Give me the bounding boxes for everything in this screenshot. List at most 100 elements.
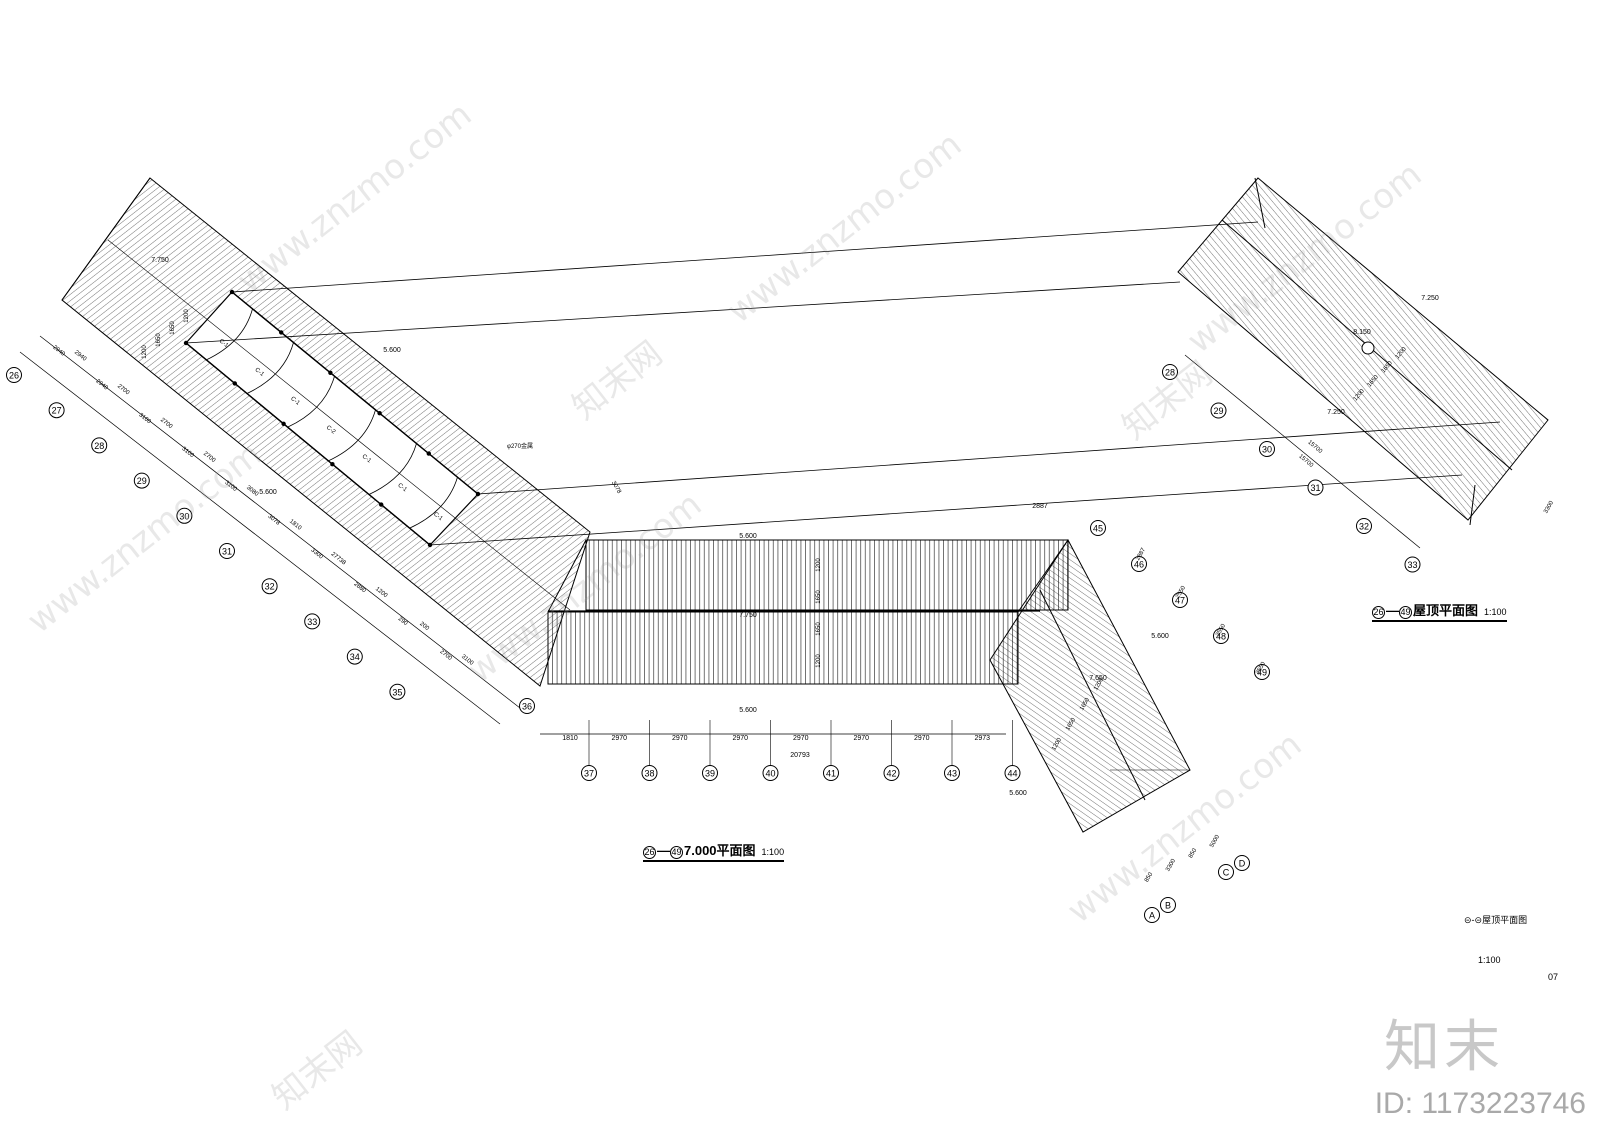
left-dim-label: 2700 xyxy=(116,383,131,396)
beam-label: C-1 xyxy=(396,483,408,494)
watermark-id: ID: 1173223746 xyxy=(1374,1087,1586,1120)
axis-bubble-28: 28 xyxy=(91,437,108,454)
middle-dim-label: 2970 xyxy=(793,735,809,742)
right-bottom-dim: 5000 xyxy=(1209,834,1221,849)
svg-text:39: 39 xyxy=(705,769,715,779)
axis-bubble-roof-31: 31 xyxy=(1307,479,1324,496)
column-dot xyxy=(328,370,333,375)
right-elevation: 5.600 xyxy=(1009,790,1027,797)
axis-bubble-29: 29 xyxy=(133,472,150,489)
svg-text:29: 29 xyxy=(1213,406,1223,416)
column-dot xyxy=(281,421,286,426)
svg-text:34: 34 xyxy=(350,652,360,662)
axis-bubble-41: 41 xyxy=(823,765,839,781)
axis-bubble-27: 27 xyxy=(48,402,65,419)
svg-text:49: 49 xyxy=(1257,668,1267,678)
middle-elevation: 7.750 xyxy=(739,612,757,619)
svg-text:42: 42 xyxy=(886,769,896,779)
dim-line xyxy=(1184,354,1421,549)
projection-lines xyxy=(185,221,1501,546)
beam-label: C-1 xyxy=(218,338,230,349)
watermark-brand: 知末 xyxy=(1384,1015,1504,1080)
svg-text:30: 30 xyxy=(1262,445,1272,455)
roof-elevation: 7.250 xyxy=(1327,409,1345,416)
roof-caption-mark-a: 26 xyxy=(1372,606,1385,619)
axis-bubble-30: 30 xyxy=(176,507,193,524)
column-dot xyxy=(426,451,431,456)
middle-dim-label: 2973 xyxy=(974,735,990,742)
svg-text:44: 44 xyxy=(1007,769,1017,779)
svg-text:C: C xyxy=(1223,868,1230,878)
svg-text:33: 33 xyxy=(1407,560,1417,570)
svg-text:28: 28 xyxy=(94,441,104,451)
svg-text:26: 26 xyxy=(9,371,19,381)
axis-bubble-37: 37 xyxy=(581,765,597,781)
roof-dim-label: 15700 xyxy=(1306,440,1323,456)
left-elevation: 5.600 xyxy=(383,347,401,354)
dim-line xyxy=(19,351,501,725)
axis-bubble-36: 36 xyxy=(519,698,535,714)
svg-text:D: D xyxy=(1239,859,1246,869)
svg-text:32: 32 xyxy=(1359,522,1369,532)
roof-dim-label: 3300 xyxy=(1543,500,1555,515)
left-dim-label: 2700 xyxy=(159,417,174,430)
left-elevation: 7.750 xyxy=(151,257,169,264)
middle-elevation: 5.600 xyxy=(739,707,757,714)
right-bottom-dim: 850 xyxy=(1188,847,1199,859)
svg-text:35: 35 xyxy=(392,687,402,697)
beam-label: C-1 xyxy=(432,511,444,522)
svg-text:43: 43 xyxy=(947,769,957,779)
sheet-number: 07 xyxy=(1548,972,1559,982)
right-elevation: 5.600 xyxy=(1151,633,1169,640)
left-beam xyxy=(328,409,376,462)
middle-dim-label: 2970 xyxy=(611,735,627,742)
left-dim-label: 3100 xyxy=(138,412,153,425)
plan-caption-mark-b: 49 xyxy=(670,846,683,859)
left-dim-label: 2880 xyxy=(353,581,368,594)
roof-plan xyxy=(1177,177,1549,526)
axis-bubble-46: 46 xyxy=(1131,556,1147,572)
right-elevation: 7.650 xyxy=(1089,675,1107,682)
axis-bubble-34: 34 xyxy=(346,648,363,665)
axis-bubble-31: 31 xyxy=(219,543,235,559)
left-dim-label: 27738 xyxy=(330,551,347,566)
middle-top-dim: 3078 xyxy=(610,480,622,495)
axis-bubble-D: D xyxy=(1234,855,1250,871)
axis-bubble-roof-30: 30 xyxy=(1259,441,1275,457)
svg-text:30: 30 xyxy=(179,511,189,521)
left-wing-roof xyxy=(61,177,591,687)
middle-vertical-label: 1200 xyxy=(816,558,822,572)
axis-bubble-35: 35 xyxy=(389,683,406,700)
axis-bubble-40: 40 xyxy=(762,765,779,781)
roof-elevation: 7.250 xyxy=(1421,295,1439,302)
axis-bubble-45: 45 xyxy=(1090,520,1106,536)
svg-text:A: A xyxy=(1149,911,1155,921)
beam-label: C-1 xyxy=(361,454,373,465)
roof-dim-label: 15700 xyxy=(1297,454,1314,470)
svg-text:B: B xyxy=(1165,901,1171,911)
svg-text:46: 46 xyxy=(1134,560,1144,570)
svg-text:41: 41 xyxy=(826,769,836,779)
plan-caption-text: 7.000平面图 xyxy=(684,843,756,858)
plan-caption-mark-a: 26 xyxy=(643,846,656,859)
middle-elevation: 5.600 xyxy=(739,533,757,540)
middle-vertical-label: 1650 xyxy=(816,622,822,636)
left-dim-label: 2940 xyxy=(52,345,67,358)
left-dim-label: 3300 xyxy=(310,548,325,561)
middle-roof xyxy=(540,539,1069,735)
left-beam xyxy=(287,376,335,428)
left-dim-label: 2700 xyxy=(439,649,454,662)
plan-caption-scale: 1:100 xyxy=(761,847,785,857)
column-dot xyxy=(330,462,335,467)
left-elevation: φ270金属 xyxy=(507,442,533,450)
left-span-label: 1200 xyxy=(184,309,190,323)
dim-line xyxy=(39,335,521,709)
column-dot xyxy=(279,330,284,335)
svg-text:29: 29 xyxy=(137,476,147,486)
axis-bubble-43: 43 xyxy=(944,765,960,781)
right-wing-roof xyxy=(989,539,1191,833)
